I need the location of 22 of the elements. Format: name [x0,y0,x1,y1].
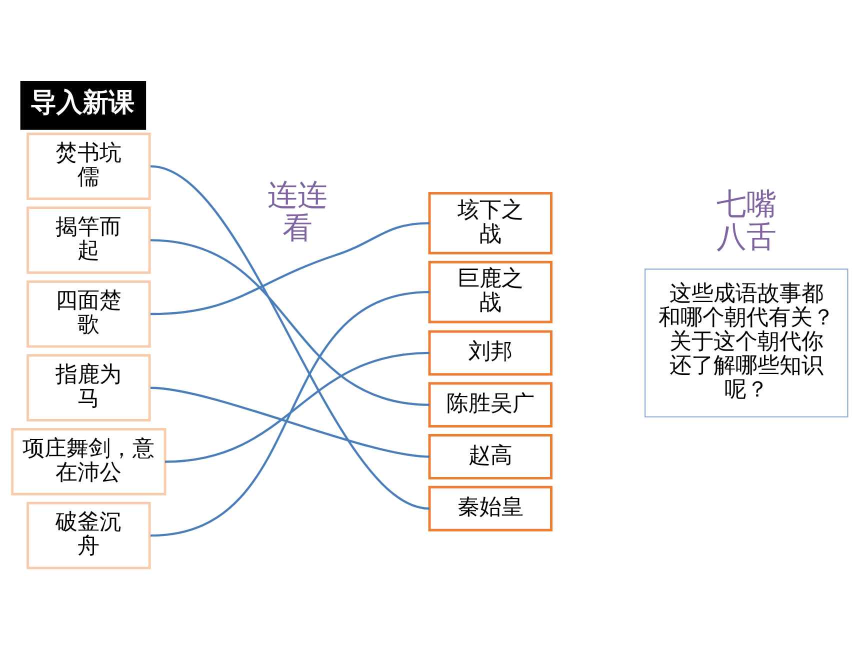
connector [150,290,430,537]
diagram-title: 导入新课 [30,88,134,118]
connector [164,352,430,463]
node-box: 陈胜吴广 [428,382,552,428]
connector [150,165,430,510]
node-box: 四面楚歌 [26,280,151,348]
connector [150,222,430,316]
connector [150,239,430,406]
node-box: 揭竿而起 [26,206,151,274]
node-box: 指鹿为马 [26,354,151,422]
node-box: 垓下之战 [428,192,552,254]
node-box: 焚书坑儒 [26,132,151,200]
node-box: 这些成语故事都和哪个朝代有关？关于这个朝代你还了解哪些知识呢？ [644,268,848,418]
node-box: 破釜沉舟 [26,502,151,570]
node-box: 项庄舞剑，意在沛公 [11,428,166,496]
node-box: 秦始皇 [428,486,552,532]
node-box: 赵高 [428,434,552,480]
node-box: 刘邦 [428,330,552,376]
label: 连连看 [267,178,328,246]
label: 七嘴八舌 [716,187,776,256]
connector [150,386,430,458]
node-box: 巨鹿之战 [428,260,552,324]
